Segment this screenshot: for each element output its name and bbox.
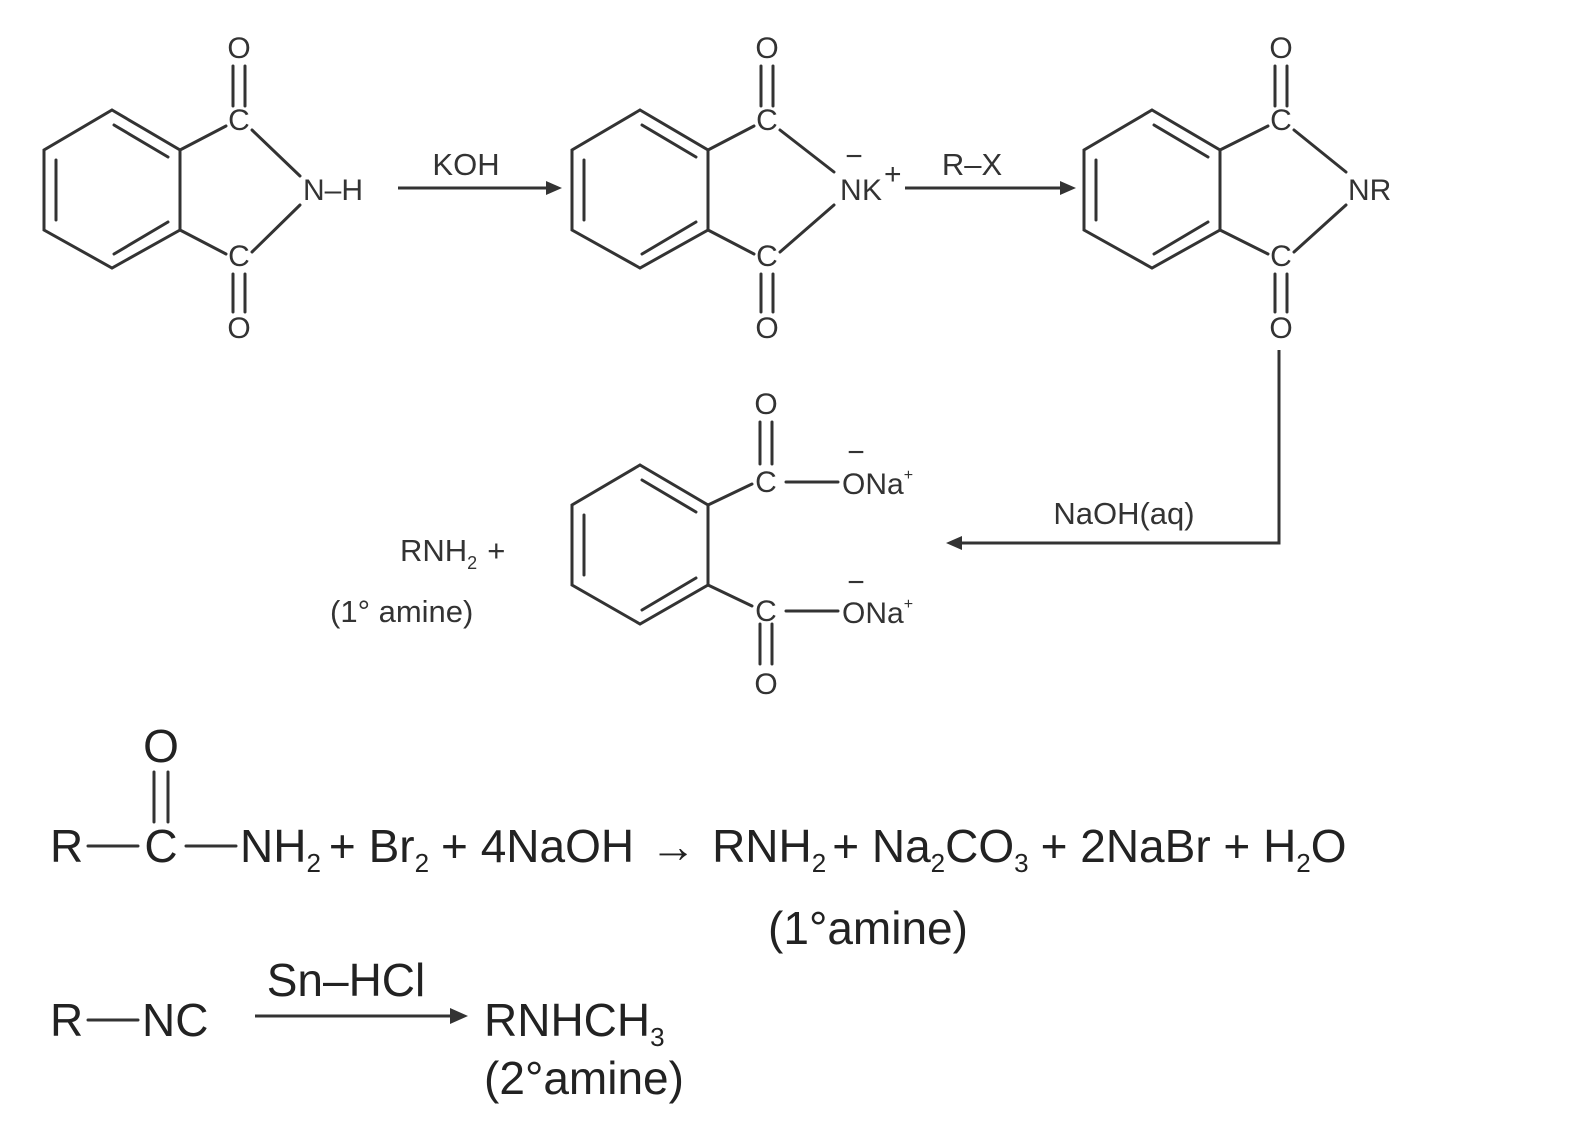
atom-c: C xyxy=(228,104,250,137)
ring-double-bond xyxy=(1152,123,1210,159)
atom-o: O xyxy=(227,32,250,65)
hofmann-line: NH2+ Br2+ 4NaOH→RNH2+ Na2CO3+ 2NaBr + H2… xyxy=(240,820,1347,878)
nc-label: NC xyxy=(142,994,208,1046)
reagent-naoh: NaOH(aq) xyxy=(1053,496,1194,531)
negative-charge: − xyxy=(845,140,863,173)
atom-o: O xyxy=(1269,312,1292,345)
reagent-rx: R–X xyxy=(942,147,1003,182)
atom-c: C xyxy=(228,240,250,273)
benzene-ring xyxy=(570,463,710,626)
atom-r: R xyxy=(50,820,83,872)
atom-n: N xyxy=(840,174,862,207)
reagent-sn-hcl: Sn–HCl xyxy=(267,954,426,1006)
benzene-ring xyxy=(570,108,710,270)
negative-charge: − xyxy=(847,436,865,469)
atom-o: O xyxy=(143,720,179,772)
isocyanide-note: (2°amine) xyxy=(484,1052,684,1104)
bond xyxy=(250,128,302,178)
potassium-phthalimide: O C C O − N K + xyxy=(570,32,902,345)
benzene-ring xyxy=(42,108,182,270)
arrow-head xyxy=(1060,181,1076,195)
atom-o: O xyxy=(227,312,250,345)
bond xyxy=(250,203,302,254)
amine-formula: RNH2+ xyxy=(400,533,505,573)
bond xyxy=(706,228,756,256)
atom-c: C xyxy=(1270,104,1292,137)
bond xyxy=(1292,203,1348,254)
ring-double-bond xyxy=(112,220,170,256)
positive-charge: + xyxy=(884,158,902,191)
bond xyxy=(706,124,756,152)
arrow-head xyxy=(450,1008,468,1024)
arrow-koh: KOH xyxy=(398,147,562,195)
bond xyxy=(1218,228,1270,256)
bond xyxy=(778,203,836,254)
phthalimide: O C C O N–H xyxy=(42,32,363,345)
ring-double-bond xyxy=(112,123,170,159)
bond xyxy=(778,128,836,174)
amine-note: (1° amine) xyxy=(330,594,473,629)
product-rnhch3: RNHCH3 xyxy=(484,994,665,1052)
atom-o: O xyxy=(755,312,778,345)
atom-c: C xyxy=(755,595,777,628)
atom-c: C xyxy=(756,104,778,137)
arrow-rx: R–X xyxy=(905,147,1076,195)
atom-o: O xyxy=(755,32,778,65)
n-h-label: N–H xyxy=(303,174,363,207)
reagent-koh: KOH xyxy=(432,147,499,182)
atom-o: O xyxy=(754,388,777,421)
arrow-line xyxy=(958,350,1281,545)
atom-o: O xyxy=(1269,32,1292,65)
n-alkylphthalimide: O C C O NR xyxy=(1082,32,1391,345)
primary-amine-product: RNH2+ (1° amine) xyxy=(330,533,505,629)
arrow-head xyxy=(546,181,562,195)
bond xyxy=(706,583,754,608)
bond xyxy=(1218,124,1270,152)
o-na-label: ONa+ xyxy=(842,596,913,630)
atom-c: C xyxy=(144,820,177,872)
ring-double-bond xyxy=(640,123,698,159)
potassium-label: K xyxy=(862,174,882,207)
atom-r: R xyxy=(50,994,83,1046)
atom-c: C xyxy=(755,466,777,499)
benzene-ring xyxy=(1082,108,1222,270)
ring-double-bond xyxy=(640,576,698,612)
bond xyxy=(1292,128,1348,174)
bond xyxy=(178,124,228,152)
atom-c: C xyxy=(756,240,778,273)
ring-double-bond xyxy=(640,478,698,514)
bond xyxy=(706,482,754,507)
disodium-phthalate: O C C O − ONa+ − ONa+ xyxy=(570,388,913,701)
atom-c: C xyxy=(1270,240,1292,273)
o-na-label: ONa+ xyxy=(842,467,913,501)
negative-charge: − xyxy=(847,566,865,599)
ring-double-bond xyxy=(640,220,698,256)
arrow-head xyxy=(946,536,962,550)
atom-o: O xyxy=(754,668,777,701)
nr-label: NR xyxy=(1348,174,1391,207)
isocyanide-reduction: R NC Sn–HCl RNHCH3 (2°amine) xyxy=(50,954,684,1104)
ring-double-bond xyxy=(1152,220,1210,256)
hofmann-note: (1°amine) xyxy=(768,902,968,954)
hofmann-equation: O R C NH2+ Br2+ 4NaOH→RNH2+ Na2CO3+ 2NaB… xyxy=(50,720,1347,954)
arrow-naoh: NaOH(aq) xyxy=(946,350,1281,550)
bond xyxy=(178,228,228,256)
